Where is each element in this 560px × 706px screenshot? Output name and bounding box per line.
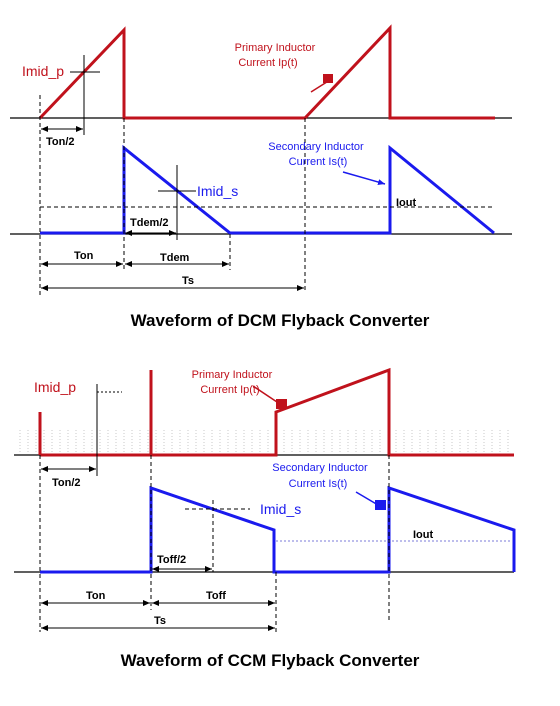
ccm-primary-label-line1: Primary Inductor bbox=[192, 369, 273, 381]
dcm-tdem-half-label: Tdem/2 bbox=[130, 217, 169, 229]
ccm-toff-label: Toff bbox=[206, 590, 226, 602]
dcm-primary-callout-marker bbox=[323, 74, 333, 83]
dcm-secondary-current-waveform bbox=[40, 144, 495, 235]
dcm-secondary-label-line2: Current Is(t) bbox=[289, 156, 348, 168]
ccm-secondary-label-line1: Secondary Inductor bbox=[272, 462, 368, 474]
ccm-ton-half-label: Ton/2 bbox=[52, 477, 81, 489]
ccm-primary-callout-line bbox=[252, 385, 281, 405]
dcm-tdem-label: Tdem bbox=[160, 252, 190, 264]
dcm-ts-label: Ts bbox=[182, 275, 194, 287]
dcm-ton-half-label: Ton/2 bbox=[46, 136, 75, 148]
dcm-imid-p-label: Imid_p bbox=[22, 63, 64, 79]
dcm-ton-label: Ton bbox=[74, 250, 94, 262]
ccm-secondary-label-line2: Current Is(t) bbox=[289, 478, 348, 490]
ccm-secondary-callout-line bbox=[355, 491, 379, 506]
dcm-primary-label-line1: Primary Inductor bbox=[235, 42, 316, 54]
ccm-primary-dotted-fill bbox=[19, 430, 509, 454]
ccm-title: Waveform of CCM Flyback Converter bbox=[121, 651, 420, 670]
dcm-panel: Imid_p Primary Inductor Current Ip(t) Se… bbox=[10, 24, 512, 330]
ccm-primary-label-line2: Current Ip(t) bbox=[200, 384, 259, 396]
ccm-toff-half-label: Toff/2 bbox=[157, 554, 186, 566]
dcm-primary-label-line2: Current Ip(t) bbox=[238, 57, 297, 69]
ccm-iout-label: Iout bbox=[413, 529, 433, 541]
ccm-panel: Imid_p Primary Inductor Current Ip(t) Se… bbox=[14, 367, 516, 670]
dcm-imid-s-label: Imid_s bbox=[197, 183, 238, 199]
dcm-iout-label: Iout bbox=[396, 197, 416, 209]
ccm-primary-callout-marker bbox=[276, 399, 287, 409]
dcm-secondary-label-line1: Secondary Inductor bbox=[268, 141, 364, 153]
ccm-primary-current-waveform bbox=[40, 367, 514, 457]
ccm-ts-label: Ts bbox=[154, 615, 166, 627]
ccm-secondary-current-waveform bbox=[40, 485, 516, 574]
dcm-title: Waveform of DCM Flyback Converter bbox=[131, 311, 430, 330]
ccm-imid-p-label: Imid_p bbox=[34, 379, 76, 395]
ccm-secondary-callout-marker bbox=[375, 500, 386, 510]
dcm-secondary-callout-line bbox=[342, 171, 386, 185]
ccm-imid-s-label: Imid_s bbox=[260, 501, 301, 517]
ccm-ton-label: Ton bbox=[86, 590, 106, 602]
